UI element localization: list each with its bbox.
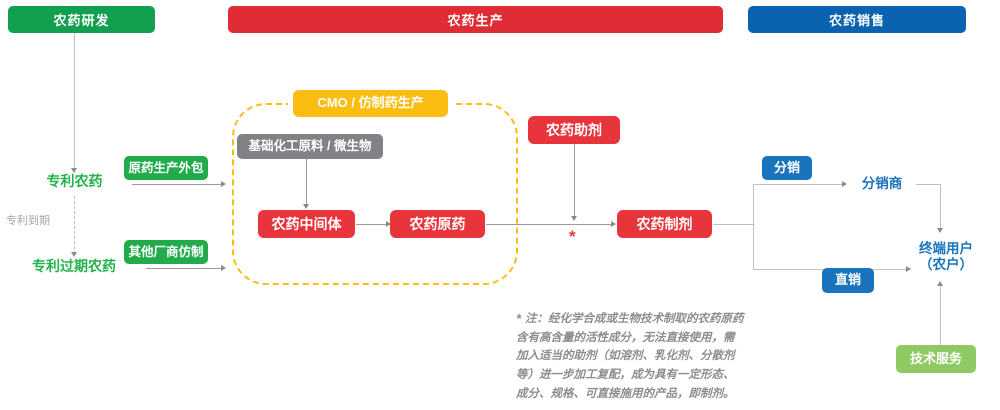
connector-techservice-to-enduser [940,285,941,345]
node-end-user-label-line2: （农户） [919,257,973,272]
node-technical-material: 农药原药 [390,210,485,238]
edge-label-distribution: 分销 [762,156,812,180]
node-technical-material-label: 农药原药 [409,215,466,232]
footnote-star: * [516,311,522,326]
node-patent-pesticide: 专利农药 [22,171,127,191]
arrowhead-feedstock-to-intermediate [302,204,309,209]
phase-bar-rnd-label: 农药研发 [53,13,110,28]
node-patent-pesticide-label: 专利农药 [46,172,103,189]
arrowhead-intermediate-to-technical [386,220,391,227]
connector-expired-to-cmo [146,268,222,269]
connector-patent-to-cmo [132,184,222,185]
arrowhead-rnd-to-patent [70,168,77,173]
connector-distributor-to-enduser-h [916,184,940,185]
node-pesticide-intermediate-label: 农药中间体 [271,215,342,232]
node-basic-chemical-feedstock: 基础化工原料 / 微生物 [237,134,383,159]
node-expired-patent-pesticide-label: 专利过期农药 [32,257,116,274]
node-end-user: 终端用户 （农户） [908,237,984,277]
connector-channel-split-bus [753,184,754,269]
connector-formulation-to-split [713,224,753,225]
footnote-block: * 注：经化学合成或生物技术制取的农药原药 含有高含量的活性成分，无法直接使用，… [516,310,806,403]
connector-feedstock-to-intermediate [306,159,307,206]
node-distributor: 分销商 [848,175,916,193]
connector-adjuvant-to-formulation [574,144,575,218]
connector-split-to-distributor [753,184,843,185]
connector-rnd-to-patent [74,33,75,170]
cmo-group-tag-label: CMO / 仿制药生产 [317,95,424,111]
edge-label-api-outsourcing: 原药生产外包 [124,156,208,180]
node-technical-service-label: 技术服务 [909,350,962,366]
node-pesticide-formulation-label: 农药制剂 [636,215,693,232]
node-expired-patent-pesticide: 专利过期农药 [8,256,140,276]
connector-patent-expiry [74,196,75,254]
arrowhead-patent-expiry [70,252,77,257]
phase-bar-sales-label: 农药销售 [828,13,885,28]
arrowhead-direct-to-enduser [906,265,911,272]
arrowhead-technical-to-formulation [611,220,616,227]
arrowhead-split-to-distributor [842,180,847,187]
node-technical-service: 技术服务 [896,345,976,373]
arrowhead-distributor-to-enduser [936,228,943,233]
edge-label-direct-sales: 直销 [822,268,874,293]
node-basic-chemical-feedstock-label: 基础化工原料 / 微生物 [248,139,372,154]
footnote-marker-asterisk: * [569,227,576,246]
arrowhead-expired-to-cmo [221,264,226,271]
arrowhead-patent-to-cmo [221,180,226,187]
phase-bar-sales: 农药销售 [748,6,966,33]
node-pesticide-intermediate: 农药中间体 [258,210,355,238]
connector-distributor-to-enduser-v [940,184,941,230]
arrowhead-techservice-to-enduser [936,281,943,286]
footnote-line: 注：经化学合成或生物技术制取的农药原药 [525,313,744,325]
node-distributor-label: 分销商 [861,176,903,192]
arrowhead-adjuvant-to-formulation [570,216,577,221]
edge-label-other-manufacturer-generic: 其他厂商仿制 [124,240,208,264]
phase-bar-production-label: 农药生产 [447,13,504,28]
connector-intermediate-to-technical [356,224,388,225]
node-pesticide-formulation: 农药制剂 [617,210,712,238]
footnote-line: 等）进一步加工复配，成为具有一定形态、 [516,368,735,381]
footnote-line: 加入适当的助剂（如溶剂、乳化剂、分散剂 [516,350,735,363]
node-pesticide-adjuvant: 农药助剂 [528,116,620,144]
cmo-group-boundary [232,103,518,285]
node-end-user-label-line1: 终端用户 [919,241,973,257]
footnote-line: 含有高含量的活性成分，无法直接使用，需 [516,331,735,344]
footnote-line: 成分、规格、可直接施用的产品，即制剂。 [516,387,735,400]
phase-bar-rnd: 农药研发 [8,6,155,33]
connector-technical-to-formulation [486,224,614,225]
cmo-group-tag: CMO / 仿制药生产 [293,90,448,117]
edge-label-patent-expiry: 专利到期 [6,214,50,227]
phase-bar-production: 农药生产 [228,6,723,33]
node-pesticide-adjuvant-label: 农药助剂 [546,121,602,138]
